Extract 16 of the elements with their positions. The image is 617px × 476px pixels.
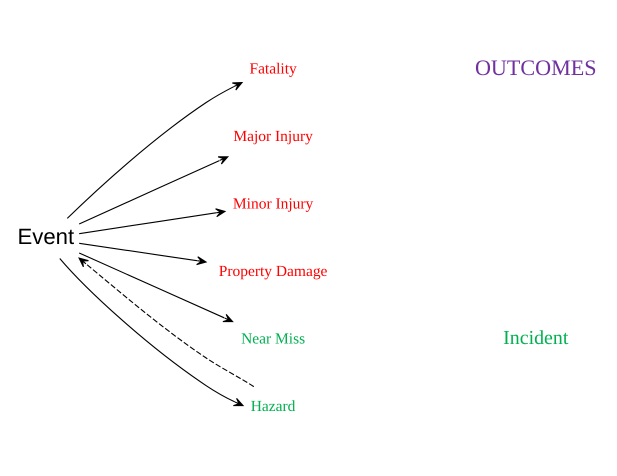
node-text: Minor Injury xyxy=(232,195,314,212)
node-text: Major Injury xyxy=(233,128,313,145)
node-text: Event xyxy=(18,224,74,250)
label: Incident xyxy=(503,327,568,350)
label: OUTCOMES xyxy=(474,54,597,80)
arrow xyxy=(59,258,244,406)
arrow xyxy=(78,258,254,388)
node-text: Hazard xyxy=(250,398,296,415)
arrow xyxy=(78,252,234,322)
node-text: Near Miss xyxy=(241,330,306,348)
arrow xyxy=(66,82,243,219)
arrow xyxy=(79,242,206,266)
node-text: Property Damage xyxy=(218,262,328,280)
node-text: Fatality xyxy=(249,60,297,78)
arrow xyxy=(79,208,226,234)
arrow xyxy=(78,156,228,224)
